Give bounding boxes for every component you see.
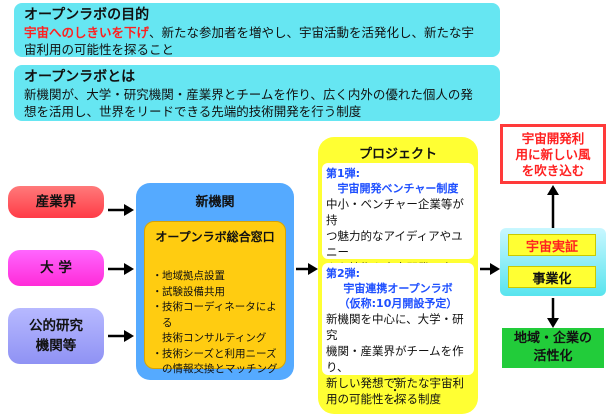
institution-block: 新機関 オープンラボ総合窓口 ・地域拠点設置 ・試験設備共用 ・技術コーディネー… [136,183,294,380]
project-card-2: 第2弾: 宇宙連携オープンラボ （仮称:10月開設予定） 新機関を中心に、大学・… [322,263,474,406]
outcome-middle-box: 宇宙実証 事業化 [500,228,606,296]
arrow-right-icon [108,263,134,275]
purpose-highlight: 宇宙へのしきいを下げ [24,25,150,40]
service-item: ・試験設備共用 [152,285,225,298]
project-card-1: 第1弾: 宇宙開発ベンチャー制度 中小・ベンチャー企業等が持 つ魅力的なアイディ… [322,163,474,291]
card-1-title: 宇宙開発ベンチャー制度 [337,182,459,195]
project-ellipsis: ・ ・ ・ [390,375,400,408]
service-item: ・技術コーディネータによる 技術コンサルティング [152,301,277,344]
purpose-text-line1: 、新たな参加者を増やし、宇宙活動を活発化し、新たな宇 [149,25,475,40]
service-item: ・地域拠点設置 [152,270,225,282]
arrow-right-icon [480,263,500,275]
open-lab-window: オープンラボ総合窓口 ・地域拠点設置 ・試験設備共用 ・技術コーディネータによる… [144,221,286,375]
arrow-up-icon [547,185,559,229]
arrow-right-icon [296,263,318,275]
about-panel: オープンラボとは 新機関が、大学・研究機関・産業界とチームを作り、広く内外の優れ… [14,65,500,121]
arrow-down-icon [547,298,559,328]
arrow-right-icon [108,330,134,342]
arrow-right-icon [108,204,134,216]
source-university: 大 学 [8,250,104,286]
service-item: ・技術シーズと利用ニーズ の情報交換とマッチング [152,347,278,376]
card-2-body: 新機関を中心に、大学・研究 機関・産業界がチームを作り、 新しい発想で新たな宇宙… [326,312,464,406]
about-title: オープンラボとは [24,69,136,85]
about-text-line1: 新機関が、大学・研究機関・産業界とチームを作り、広く内外の優れた個人の発 [24,87,473,102]
project-title: プロジェクト [358,147,437,162]
project-block: プロジェクト 第1弾: 宇宙開発ベンチャー制度 中小・ベンチャー企業等が持 つ魅… [318,137,478,414]
purpose-text-line2: 宙利用の可能性を探ること [24,42,175,57]
card-2-title: 宇宙連携オープンラボ （仮称:10月開設予定） [338,282,458,310]
source-industry: 産業界 [8,186,104,218]
outcome-new-wind: 宇宙開発利 用に新しい風 を吹き込む [500,124,606,184]
outcome-regional-vitalization: 地域・企業の 活性化 [502,328,604,368]
commercialization-box: 事業化 [508,266,596,288]
institution-title: 新機関 [195,195,235,210]
service-list: ・地域拠点設置 ・試験設備共用 ・技術コーディネータによる 技術コンサルティング… [152,269,285,378]
purpose-panel: オープンラボの目的 宇宙へのしきいを下げ、新たな参加者を増やし、宇宙活動を活発化… [14,3,500,57]
window-title: オープンラボ総合窓口 [155,230,275,244]
source-public-research: 公的研究 機関等 [8,308,104,364]
card-2-label: 第2弾: [326,267,361,280]
about-text-line2: 想を活用し、世界をリードできる先端的技術開発を行う制度 [24,104,362,119]
card-1-label: 第1弾: [326,167,361,180]
purpose-title: オープンラボの目的 [24,7,150,23]
verification-box: 宇宙実証 [508,234,596,256]
